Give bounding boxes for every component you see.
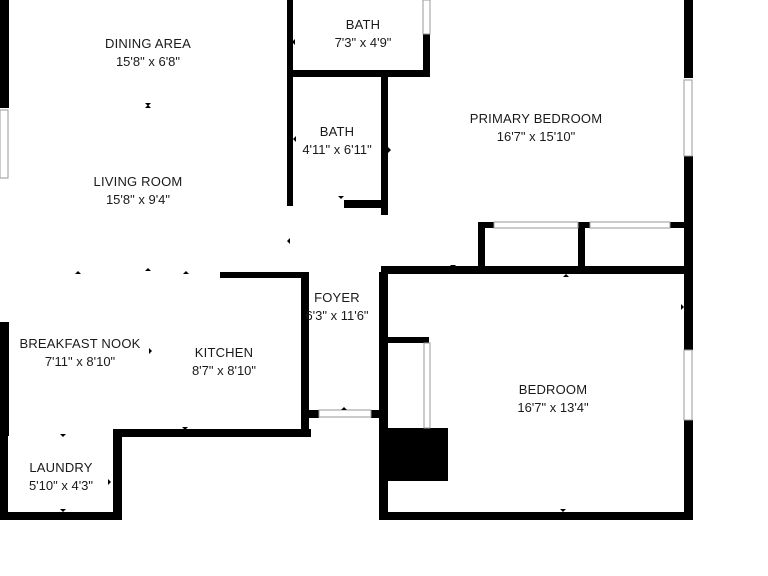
window-bedroom-right: [683, 349, 693, 421]
foyer-name: FOYER: [314, 290, 360, 305]
marker: [145, 105, 151, 108]
wall-left-bottom: [0, 322, 9, 436]
living-room-name: LIVING ROOM: [94, 174, 183, 189]
marker: [341, 407, 347, 410]
wall-kitchen-bottom: [113, 429, 311, 437]
wall-bath2-right: [381, 76, 388, 208]
bath-1-dimensions: 7'3" x 4'9": [335, 35, 392, 50]
wall-left-top: [0, 0, 9, 108]
wall-primary-right-top: [684, 0, 693, 78]
foyer-dimensions: 6'3" x 11'6": [305, 308, 368, 323]
window-closet-left: [493, 221, 579, 229]
wall-bedroom-bottom: [379, 512, 693, 520]
wall-laundry-bottom: [0, 512, 122, 520]
primary-bedroom-name: PRIMARY BEDROOM: [470, 111, 603, 126]
wall-laundry-right: [113, 430, 122, 520]
wall-closet-mid: [578, 222, 585, 272]
laundry-dimensions: 5'10" x 4'3": [29, 478, 93, 493]
kitchen-dimensions: 8'7" x 8'10": [192, 363, 256, 378]
bath-1-name: BATH: [346, 17, 381, 32]
laundry-name: LAUNDRY: [29, 460, 92, 475]
wall-primary-right-mid: [684, 156, 693, 280]
wall-kitchen-top: [220, 272, 309, 278]
dining-area-dimensions: 15'8" x 6'8": [116, 54, 180, 69]
marker: [60, 509, 66, 512]
wall-bath1-right: [423, 34, 430, 77]
marker: [292, 39, 295, 45]
marker: [149, 348, 152, 354]
marker: [145, 103, 151, 106]
wall-foyer-bottom-left: [301, 410, 319, 418]
window-foyer-door: [318, 409, 372, 418]
wall-primary-bottom: [381, 266, 693, 274]
walls: [0, 0, 693, 520]
marker: [60, 434, 66, 437]
wall-closet-left: [478, 222, 485, 272]
marker: [287, 238, 290, 244]
wall-closet-top-right: [670, 222, 686, 228]
marker: [450, 265, 456, 268]
bath-2-dimensions: 4'11" x 6'11": [302, 142, 372, 157]
window-bedroom-closet-door: [423, 342, 431, 429]
wall-bedroom-closet-block: [385, 428, 448, 481]
wall-bath1-left: [287, 0, 293, 72]
window-left-living: [0, 109, 9, 179]
marker: [681, 304, 684, 310]
bedroom-name: BEDROOM: [519, 382, 588, 397]
primary-bedroom-dimensions: 16'7" x 15'10": [497, 129, 576, 144]
marker: [563, 274, 569, 277]
living-room-dimensions: 15'8" x 9'4": [106, 192, 170, 207]
wall-bedroom-left: [379, 272, 388, 520]
marker: [182, 427, 188, 430]
marker: [183, 271, 189, 274]
wall-closet-top-left: [478, 222, 494, 228]
wall-bedroom-closet-top: [385, 337, 429, 343]
windows: [0, 0, 693, 429]
wall-bath2-left: [287, 76, 293, 206]
wall-bedroom-right-top: [684, 272, 693, 350]
marker: [145, 268, 151, 271]
marker: [334, 74, 340, 77]
breakfast-nook-dimensions: 7'11" x 8'10": [45, 354, 116, 369]
wall-kitchen-right: [301, 272, 309, 437]
wall-bedroom-right-bottom: [684, 420, 693, 520]
wall-closet-top-mid: [578, 222, 590, 228]
window-closet-right: [589, 221, 671, 229]
wall-bath1-bottom: [287, 70, 430, 77]
dimension-markers: [60, 39, 684, 512]
window-bath1-right: [422, 0, 431, 35]
marker: [560, 509, 566, 512]
window-primary-right: [683, 79, 693, 157]
breakfast-nook-name: BREAKFAST NOOK: [19, 336, 140, 351]
wall-bath2-bottom: [344, 200, 388, 208]
bath-2-name: BATH: [320, 124, 355, 139]
bedroom-dimensions: 16'7" x 13'4": [517, 400, 589, 415]
marker: [293, 136, 296, 142]
marker: [388, 147, 391, 153]
kitchen-name: KITCHEN: [195, 345, 253, 360]
marker: [75, 271, 81, 274]
room-labels: DINING AREA 15'8" x 6'8" LIVING ROOM 15'…: [19, 17, 602, 493]
wall-primary-left-lower: [381, 205, 388, 215]
wall-laundry-left: [0, 429, 8, 520]
marker: [338, 196, 344, 199]
marker: [108, 479, 111, 485]
dining-area-name: DINING AREA: [105, 36, 191, 51]
